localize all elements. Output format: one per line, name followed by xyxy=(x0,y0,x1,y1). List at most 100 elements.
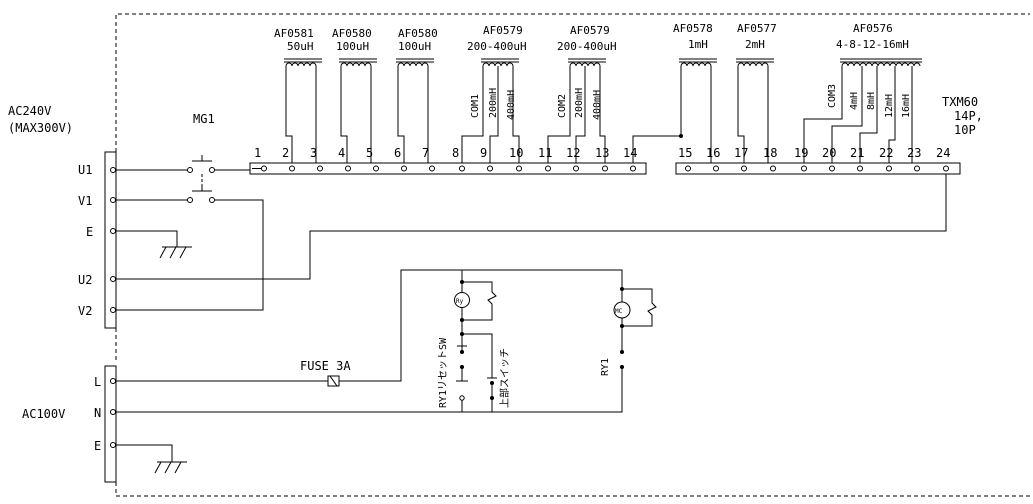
relay-reset-switch xyxy=(456,320,468,412)
tap-number-22: 22 xyxy=(879,146,893,160)
relay-contact-ry1 xyxy=(620,336,624,372)
coil-6-part: AF0578 xyxy=(673,22,713,35)
tap-number-16: 16 xyxy=(706,146,720,160)
contactor-coil-mc xyxy=(613,287,657,336)
upper-limit-switch xyxy=(462,333,497,412)
tap-label-com1: COM1 xyxy=(470,94,481,118)
tap-number-2: 2 xyxy=(282,146,289,160)
contactor-coil-text: MC xyxy=(615,308,623,315)
tap-terminal-19 xyxy=(801,165,807,172)
tap-terminal-9 xyxy=(487,165,493,172)
coil-5-part: AF0579 xyxy=(570,24,610,37)
terminal-e1-label: E xyxy=(86,225,93,239)
coil-3-part: AF0580 xyxy=(398,27,438,40)
upper-switch-label: 上部スイッチ xyxy=(498,348,511,408)
relay-reset-switch-label: RY1リセットSW xyxy=(437,337,449,408)
tap-number-7: 7 xyxy=(422,146,429,160)
tap-label-400mh-a: 400mH xyxy=(506,90,517,120)
tap-number-12: 12 xyxy=(566,146,580,160)
tap-terminal-2 xyxy=(289,165,295,172)
tap-number-15: 15 xyxy=(678,146,692,160)
tap-number-19: 19 xyxy=(794,146,808,160)
relay-contact-label: RY1 xyxy=(600,358,611,376)
ground-symbol-high xyxy=(115,230,192,259)
coil-6-value: 1mH xyxy=(688,38,708,51)
coil-5-value: 200-400uH xyxy=(557,40,617,53)
tap-terminal-1 xyxy=(261,165,267,172)
contactor-label: MG1 xyxy=(193,112,215,126)
inductor-coil-7 xyxy=(736,58,774,163)
tap-number-24: 24 xyxy=(936,146,950,160)
coil-4-value: 200-400uH xyxy=(467,40,527,53)
inductor-coil-3 xyxy=(396,58,434,163)
coil-8-part: AF0576 xyxy=(853,22,893,35)
tap-terminal-24 xyxy=(943,165,949,172)
terminal-block-high xyxy=(104,151,117,329)
tap-terminal-13 xyxy=(602,165,608,172)
tap-label-12mh: 12mH xyxy=(884,94,895,118)
tap-number-21: 21 xyxy=(850,146,864,160)
ground-symbol-low xyxy=(115,444,187,474)
tap-number-5: 5 xyxy=(366,146,373,160)
supply-high-label: AC240V xyxy=(8,104,51,118)
tap-number-9: 9 xyxy=(480,146,487,160)
inductor-coil-4 xyxy=(461,58,520,163)
tap-terminal-5 xyxy=(373,165,379,172)
tap-terminal-18 xyxy=(770,165,776,172)
wire-neutral xyxy=(115,372,623,413)
tap-board-name: TXM60 xyxy=(942,95,978,109)
relay-coil-ry xyxy=(454,270,497,326)
tap-number-8: 8 xyxy=(452,146,459,160)
tap-number-23: 23 xyxy=(907,146,921,160)
tap-label-200mh-a: 200mH xyxy=(488,88,499,118)
relay-coil-text: Ry xyxy=(456,298,464,305)
coil-2-value: 100uH xyxy=(336,40,369,53)
coil-4-part: AF0579 xyxy=(483,24,523,37)
tap-terminal-3 xyxy=(317,165,323,172)
tap-terminal-6 xyxy=(401,165,407,172)
tap-number-14: 14 xyxy=(623,146,637,160)
tap-board-right xyxy=(675,162,961,175)
tap-terminal-22 xyxy=(886,165,892,172)
terminal-u1-label: U1 xyxy=(78,163,92,177)
tap-terminal-16 xyxy=(713,165,719,172)
tap-terminal-15 xyxy=(685,165,691,172)
tap-terminal-11 xyxy=(545,165,551,172)
tap-label-16mh: 16mH xyxy=(901,94,912,118)
tap-number-17: 17 xyxy=(734,146,748,160)
tap-board-left xyxy=(249,162,647,175)
coil-7-part: AF0577 xyxy=(737,22,777,35)
coil-1-value: 50uH xyxy=(287,40,314,53)
tap-terminal-14 xyxy=(630,165,636,172)
tap-terminal-23 xyxy=(914,165,920,172)
tap-label-com3: COM3 xyxy=(827,84,838,108)
contactor-mg1 xyxy=(115,155,264,311)
tap-board-pins-10: 10P xyxy=(954,123,976,137)
tap-terminal-7 xyxy=(429,165,435,172)
inductor-coil-6 xyxy=(632,58,717,163)
terminal-u2-label: U2 xyxy=(78,273,92,287)
tap-terminal-20 xyxy=(829,165,835,172)
fuse-3a xyxy=(115,269,623,387)
coil-1-part: AF0581 xyxy=(274,27,314,40)
coil-8-value: 4-8-12-16mH xyxy=(836,38,909,51)
supply-high-max-label: (MAX300V) xyxy=(8,121,73,135)
tap-number-3: 3 xyxy=(310,146,317,160)
tap-number-18: 18 xyxy=(763,146,777,160)
tap-label-200mh-b: 200mH xyxy=(574,88,585,118)
tap-label-400mh-b: 400mH xyxy=(592,90,603,120)
tap-number-20: 20 xyxy=(822,146,836,160)
terminal-v1-label: V1 xyxy=(78,194,92,208)
tap-number-11: 11 xyxy=(538,146,552,160)
tap-terminal-8 xyxy=(459,165,465,172)
inductor-coil-8 xyxy=(803,58,922,163)
coil-3-value: 100uH xyxy=(398,40,431,53)
terminal-e2-label: E xyxy=(94,439,101,453)
terminal-n-label: N xyxy=(94,406,101,420)
tap-label-com2: COM2 xyxy=(557,94,568,118)
inductor-coil-1 xyxy=(284,58,322,163)
coil-7-value: 2mH xyxy=(745,38,765,51)
tap-number-13: 13 xyxy=(595,146,609,160)
